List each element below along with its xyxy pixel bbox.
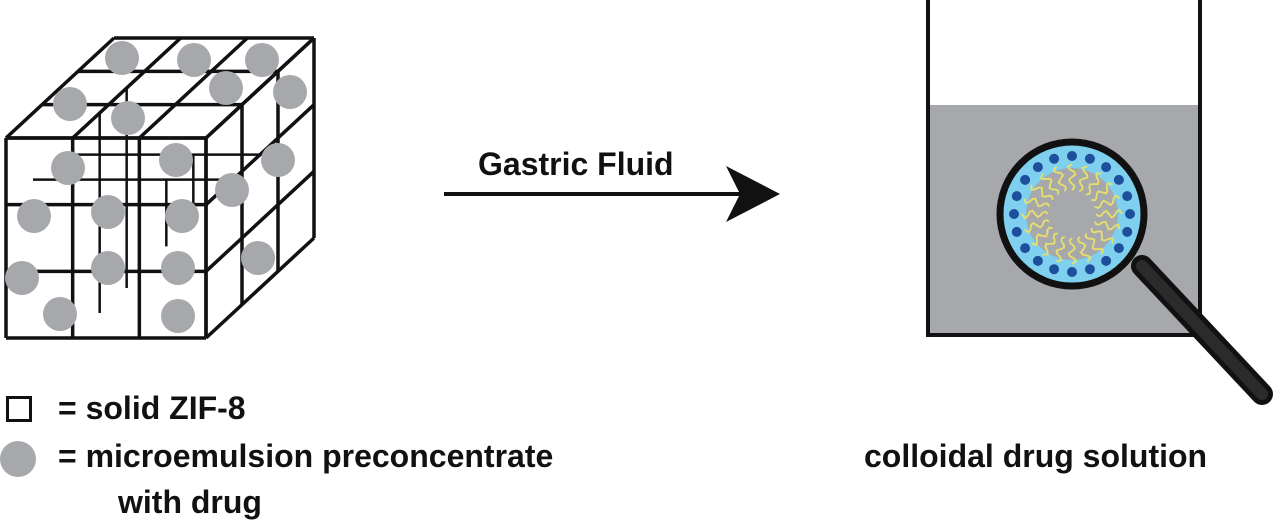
surfactant-head xyxy=(1049,264,1060,275)
surfactant-tail xyxy=(1066,163,1077,191)
drug-droplet xyxy=(261,143,295,177)
drug-droplet xyxy=(17,199,51,233)
legend-with-drug: with drug xyxy=(118,484,262,520)
drug-droplet xyxy=(273,75,307,109)
drug-droplet xyxy=(161,299,195,333)
micelle-core xyxy=(1026,168,1118,260)
magnifying-glass-icon xyxy=(996,138,1273,405)
square-legend-icon xyxy=(6,396,32,422)
result-caption: colloidal drug solution xyxy=(864,438,1208,474)
drug-droplet xyxy=(91,195,125,229)
circle-legend-icon xyxy=(0,441,36,477)
surfactant-head xyxy=(1084,264,1095,275)
surfactant-head xyxy=(1032,255,1043,266)
surfactant-head xyxy=(1067,151,1077,161)
surfactant-tail xyxy=(1085,172,1102,196)
surfactant-tail xyxy=(1094,194,1121,210)
surfactant-tail xyxy=(1090,227,1114,244)
surfactant-tail xyxy=(1042,232,1059,256)
zif8-lattice-cube xyxy=(4,36,316,340)
drug-droplet xyxy=(51,151,85,185)
drug-droplet xyxy=(177,43,211,77)
surfactant-head xyxy=(1122,191,1133,202)
surfactant-head xyxy=(1011,191,1022,202)
surfactant-tail xyxy=(1023,218,1050,234)
legend-solid-zif8: = solid ZIF-8 xyxy=(58,390,246,426)
drug-droplet xyxy=(215,173,249,207)
surfactant-tail xyxy=(1084,233,1105,255)
surfactant-head xyxy=(1049,153,1060,164)
surfactant-head xyxy=(1113,243,1124,254)
surfactant-head xyxy=(1067,267,1077,277)
surfactant-tail xyxy=(1094,220,1121,231)
surfactant-head xyxy=(1101,255,1112,266)
drug-droplet xyxy=(91,251,125,285)
surfactant-tail xyxy=(1078,165,1089,192)
surfactant-tail xyxy=(1095,208,1123,219)
drug-droplet xyxy=(111,101,145,135)
surfactant-tail xyxy=(1076,236,1092,263)
drug-droplet xyxy=(209,71,243,105)
surfactant-head xyxy=(1011,226,1022,237)
drug-droplet xyxy=(165,199,199,233)
surfactant-head xyxy=(1020,243,1031,254)
surfactant-tail xyxy=(1091,181,1113,202)
drug-droplet xyxy=(53,87,87,121)
surfactant-tail xyxy=(1039,173,1060,195)
drug-droplet xyxy=(5,261,39,295)
surfactant-head xyxy=(1084,153,1095,164)
arrow-icon xyxy=(444,166,780,222)
surfactant-head xyxy=(1125,209,1135,219)
surfactant-head xyxy=(1032,162,1043,173)
drug-droplet xyxy=(241,241,275,275)
surfactant-tail xyxy=(1031,226,1053,247)
drug-droplet xyxy=(105,41,139,75)
arrow-label: Gastric Fluid xyxy=(478,146,674,182)
surfactant-head xyxy=(1122,226,1133,237)
surfactant-head xyxy=(1009,209,1019,219)
surfactant-tail xyxy=(1055,236,1066,263)
surfactant-tail xyxy=(1030,184,1054,201)
surfactant-tail xyxy=(1067,237,1078,265)
surfactant-tail xyxy=(1052,165,1068,192)
drug-droplet xyxy=(245,43,279,77)
surfactant-tail xyxy=(1021,209,1049,220)
drug-droplet xyxy=(159,143,193,177)
surfactant-head xyxy=(1101,162,1112,173)
surfactant-head xyxy=(1113,174,1124,185)
surfactant-tail xyxy=(1023,197,1050,208)
drug-droplet xyxy=(43,297,77,331)
drug-droplet xyxy=(161,251,195,285)
surfactant-head xyxy=(1020,174,1031,185)
legend-microemulsion: = microemulsion preconcentrate xyxy=(58,438,554,474)
micelle-icon xyxy=(1009,151,1135,277)
